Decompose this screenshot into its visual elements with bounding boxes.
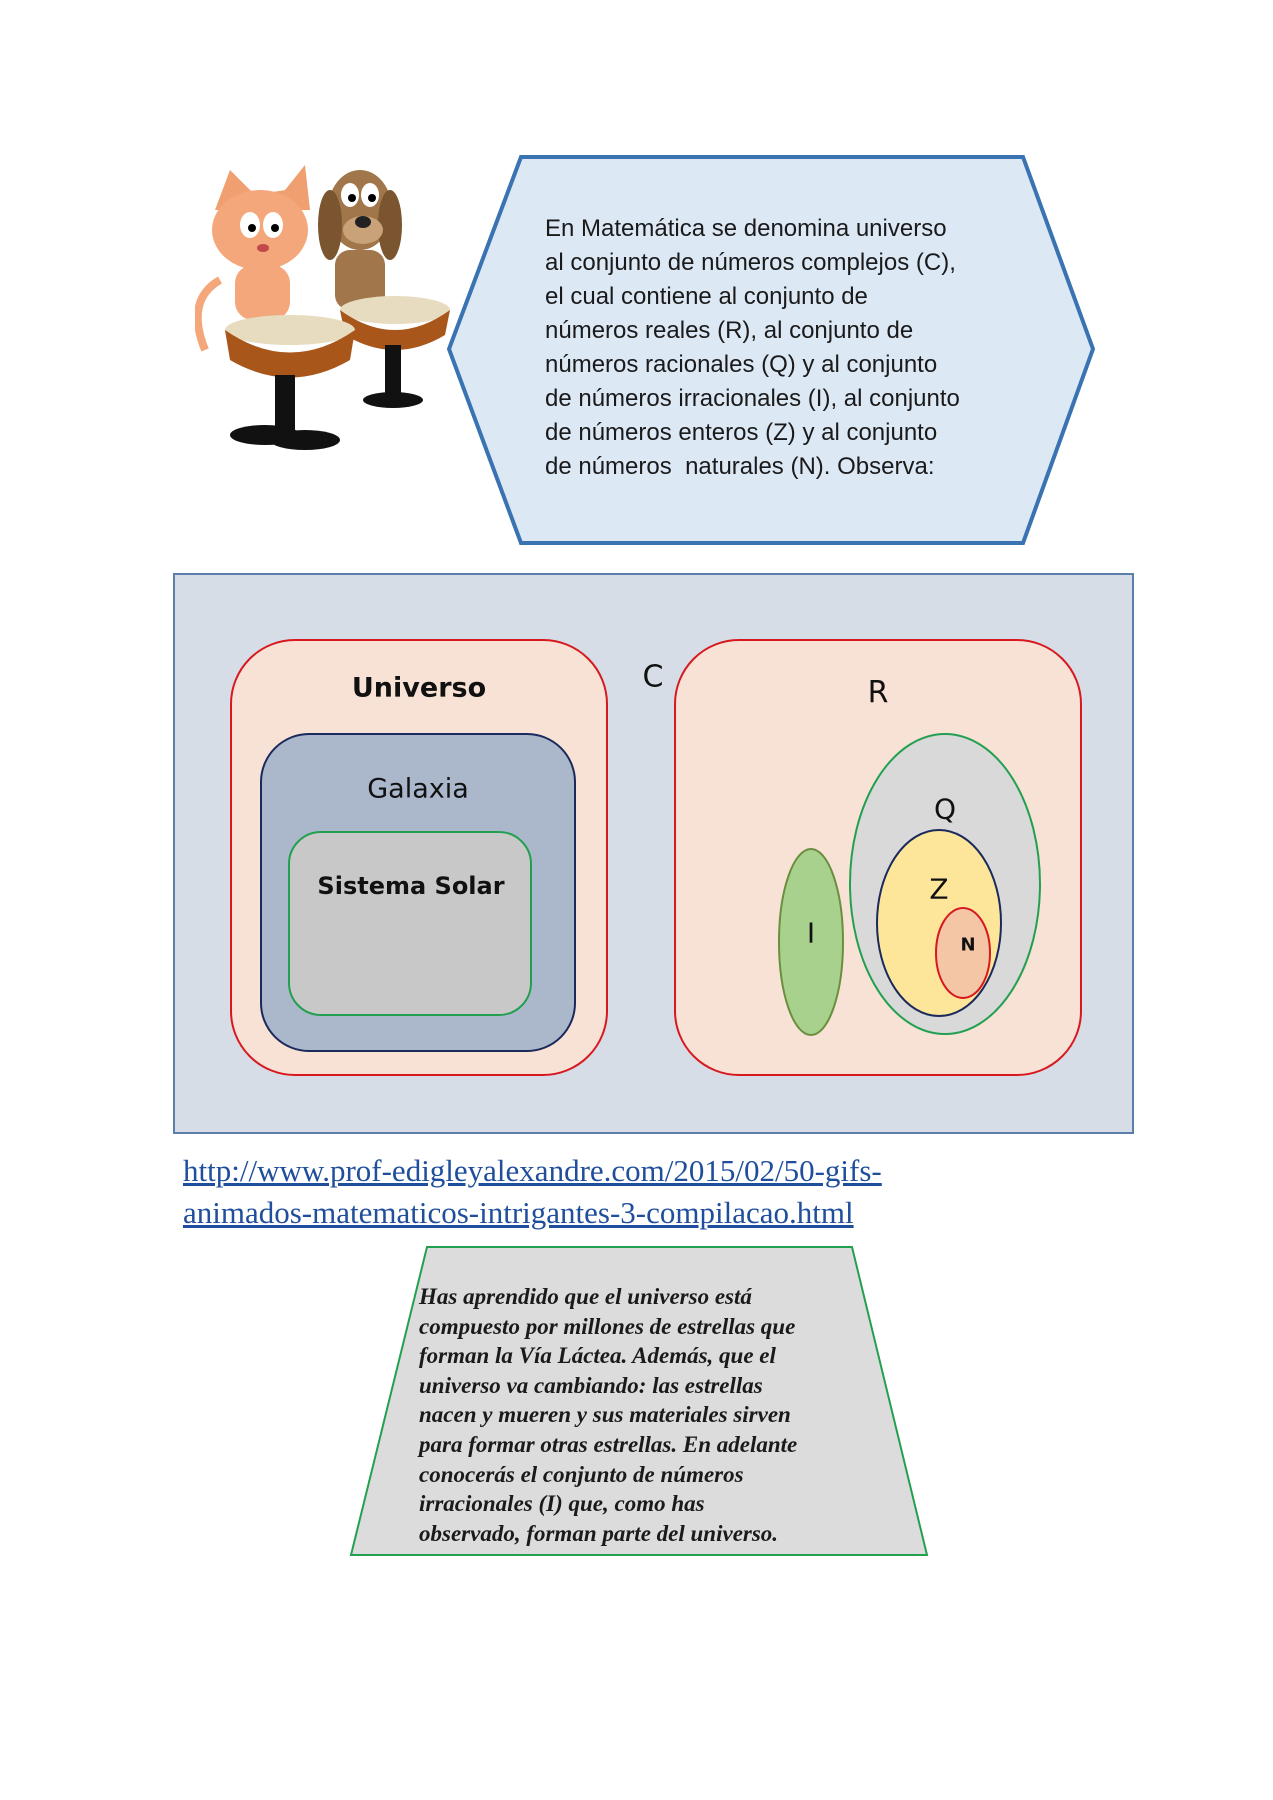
natural-set-label: N bbox=[960, 934, 976, 956]
summary-line: forman la Vía Láctea. Además, que el bbox=[419, 1343, 776, 1369]
summary-line: compuesto por millones de estrellas que bbox=[419, 1313, 796, 1339]
source-link-line[interactable]: http://www.prof-edigleyalexandre.com/201… bbox=[183, 1153, 882, 1188]
intro-line: de números naturales (N). Observa: bbox=[545, 453, 935, 480]
intro-line: números racionales (Q) y al conjunto bbox=[545, 351, 938, 378]
intro-line: de números enteros (Z) y al conjunto bbox=[545, 419, 938, 446]
natural-set-ellipse bbox=[935, 907, 991, 999]
intro-line: al conjunto de números complejos (C), bbox=[545, 249, 956, 276]
source-link[interactable]: http://www.prof-edigleyalexandre.com/201… bbox=[183, 1150, 882, 1234]
summary-trapezoid-shape bbox=[349, 1246, 929, 1556]
real-set-label: R bbox=[867, 675, 889, 711]
summary-line: conocerás el conjunto de números bbox=[419, 1461, 744, 1487]
dog-figure bbox=[318, 170, 402, 310]
solar-system-box bbox=[288, 831, 532, 1016]
cat-desk bbox=[225, 315, 355, 450]
intro-line: el cual contiene al conjunto de bbox=[545, 283, 868, 310]
summary-line: para formar otras estrellas. En adelante bbox=[419, 1431, 798, 1457]
sets-diagram bbox=[173, 573, 1134, 1134]
galaxy-label: Galaxia bbox=[367, 773, 469, 805]
source-link-line[interactable]: animados-matematicos-intrigantes-3-compi… bbox=[183, 1195, 854, 1230]
intro-line: de números irracionales (I), al conjunto bbox=[545, 385, 960, 412]
summary-text: Has aprendido que el universo está compu… bbox=[419, 1282, 797, 1548]
universe-label: Universo bbox=[351, 672, 487, 704]
cat-and-dog-students-illustration bbox=[195, 165, 450, 450]
summary-line: observado, forman parte del universo. bbox=[419, 1520, 779, 1546]
solar-system-label: Sistema Solar bbox=[317, 872, 505, 900]
irrational-set-label: I bbox=[806, 916, 816, 950]
complex-set-label: C bbox=[642, 659, 664, 695]
rational-set-label: Q bbox=[933, 792, 957, 826]
intro-line: En Matemática se denomina universo bbox=[545, 215, 947, 242]
cat-figure bbox=[195, 165, 310, 352]
summary-line: irracionales (I) que, como has bbox=[419, 1491, 705, 1517]
dog-desk bbox=[340, 296, 450, 408]
integer-set-label: Z bbox=[929, 872, 949, 906]
intro-text: En Matemática se denomina universo al co… bbox=[545, 212, 1015, 484]
summary-line: Has aprendido que el universo está bbox=[419, 1284, 752, 1309]
intro-line: números reales (R), al conjunto de bbox=[545, 317, 914, 344]
summary-line: nacen y mueren y sus materiales sirven bbox=[419, 1402, 791, 1428]
intro-hexagon-shape bbox=[446, 155, 1096, 545]
irrational-set-ellipse bbox=[778, 848, 844, 1036]
summary-line: universo va cambiando: las estrellas bbox=[419, 1372, 763, 1398]
